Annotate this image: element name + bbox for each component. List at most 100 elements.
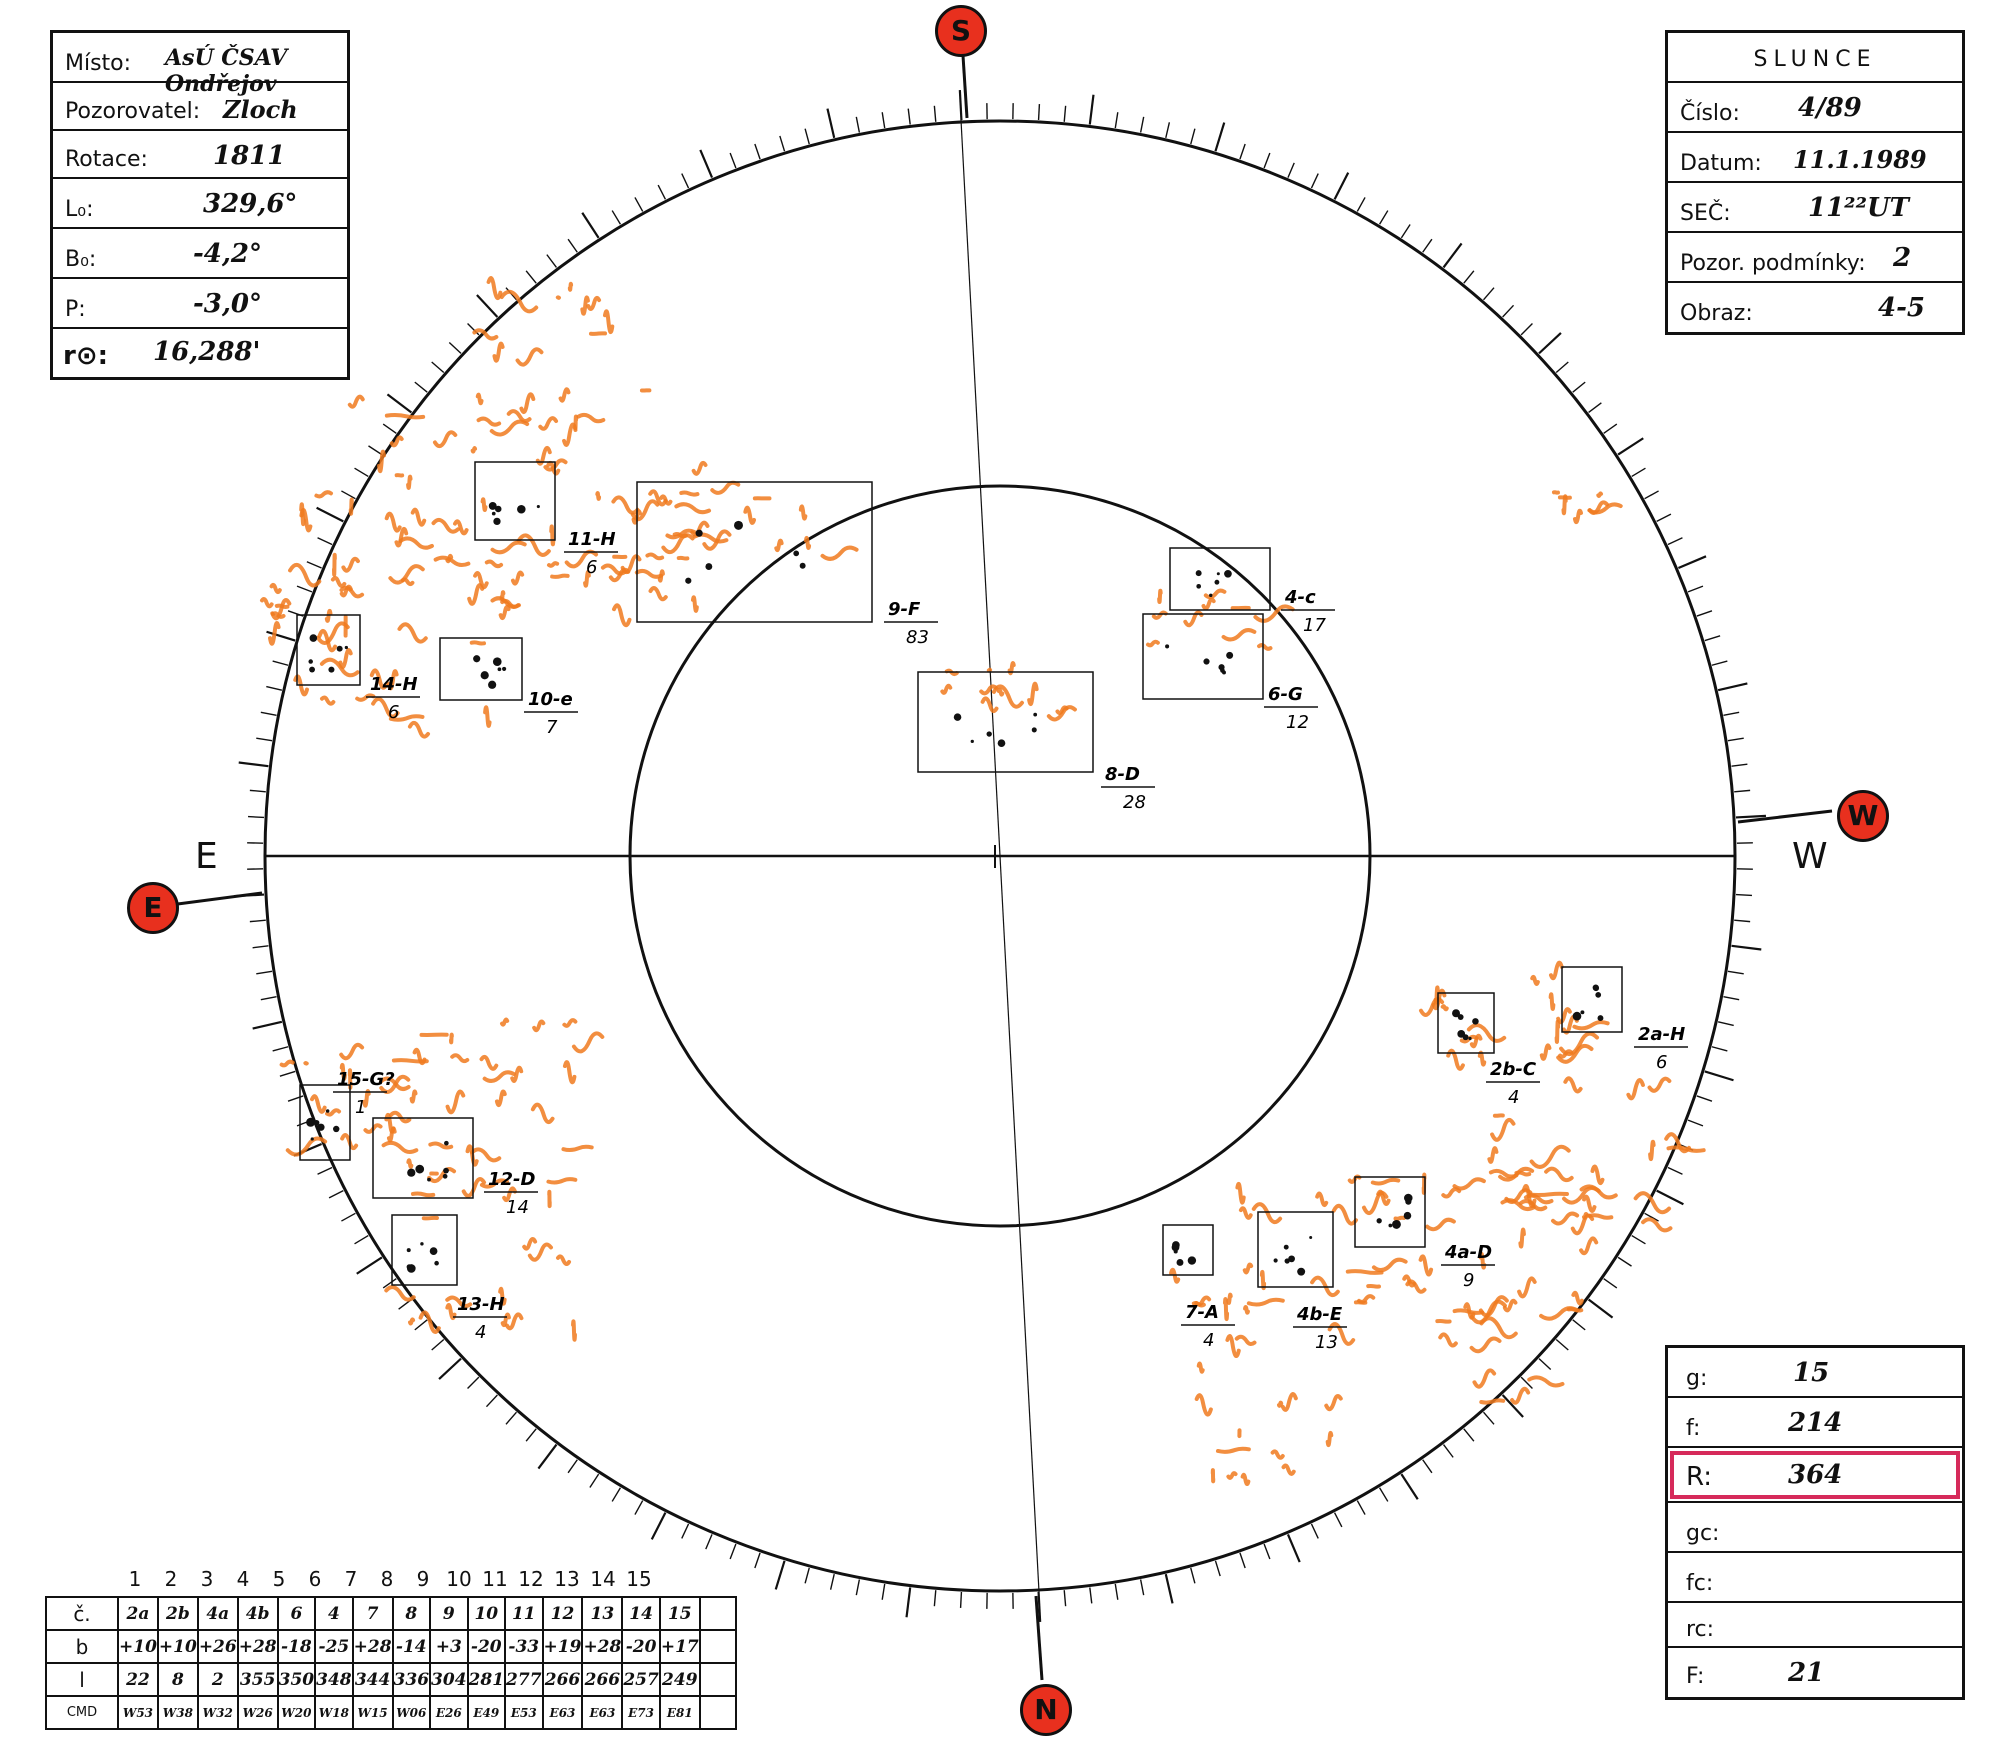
scale-tick xyxy=(1442,242,1463,269)
plage-stroke xyxy=(486,276,503,301)
scale-tick xyxy=(1263,152,1271,169)
plage-stroke xyxy=(1405,1279,1427,1294)
scale-tick xyxy=(1139,1579,1145,1596)
sunspot xyxy=(328,666,335,673)
group-frame xyxy=(296,614,361,686)
plage-stroke xyxy=(1226,1471,1238,1480)
sunspot xyxy=(1462,1034,1469,1041)
plage-stroke xyxy=(410,1191,436,1198)
column-number: 15 xyxy=(626,1567,652,1591)
plage-stroke xyxy=(1469,1299,1507,1325)
scale-tick xyxy=(1190,1567,1196,1584)
scale-tick xyxy=(448,341,462,354)
scale-tick xyxy=(681,173,690,189)
l0-label: L₀: xyxy=(65,197,94,222)
group-id-label: 4b-E xyxy=(1296,1304,1343,1325)
sunspot xyxy=(1388,1223,1393,1228)
p-value: -3,0° xyxy=(193,289,263,319)
plage-stroke xyxy=(743,505,757,525)
plage-stroke xyxy=(324,608,333,623)
scale-tick xyxy=(1520,323,1533,336)
plage-stroke xyxy=(1366,1283,1381,1289)
sunspot xyxy=(473,655,481,663)
plage-stroke xyxy=(502,1186,517,1203)
scale-tick xyxy=(1555,361,1569,374)
table-cell: 15 xyxy=(658,1596,701,1631)
scale-tick xyxy=(1572,381,1586,393)
plage-stroke xyxy=(461,1177,487,1198)
scale-tick xyxy=(438,1357,462,1380)
plage-stroke xyxy=(549,524,556,547)
scale-tick xyxy=(1310,173,1319,189)
scale-tick xyxy=(1717,1021,1734,1027)
plage-stroke xyxy=(408,1317,416,1326)
f-label: f: xyxy=(1686,1416,1701,1441)
sunspot-group-6-G: 6-G12 xyxy=(1142,613,1318,733)
plage-stroke xyxy=(561,1144,594,1153)
plage-stroke xyxy=(774,538,784,553)
f-value: 214 xyxy=(1788,1408,1843,1438)
plage-stroke xyxy=(1633,1191,1672,1215)
sunspot xyxy=(1031,727,1037,733)
scale-tick xyxy=(729,1543,737,1560)
column-number: 12 xyxy=(518,1567,544,1591)
plage-stroke xyxy=(1425,1217,1456,1232)
sunspot xyxy=(1468,1036,1472,1041)
plage-stroke xyxy=(1201,597,1216,611)
plage-stroke xyxy=(330,576,347,589)
plage-stroke xyxy=(386,669,399,691)
plage-stroke xyxy=(562,1060,577,1085)
group-frame xyxy=(1561,966,1623,1033)
group-id-label: 8-D xyxy=(1105,764,1140,785)
sunspot xyxy=(492,657,502,667)
sunspot xyxy=(970,739,974,743)
scale-tick xyxy=(386,393,413,414)
table-cell: E63 xyxy=(581,1695,624,1730)
plage-stroke xyxy=(661,533,695,555)
scale-tick xyxy=(1333,1512,1343,1528)
plage-stroke xyxy=(576,412,606,424)
plage-stroke xyxy=(1270,1449,1285,1460)
table-cell: 355 xyxy=(236,1662,279,1697)
table-cell: 281 xyxy=(466,1662,507,1697)
plage-stroke xyxy=(1325,1430,1334,1448)
table-cell: 4a xyxy=(196,1596,239,1631)
plage-stroke xyxy=(339,585,365,599)
plage-stroke xyxy=(505,1312,524,1331)
plage-stroke xyxy=(571,1031,605,1054)
sunspot xyxy=(1284,1258,1290,1264)
table-cell: 7 xyxy=(351,1596,394,1631)
sunspot xyxy=(491,511,496,516)
scale-tick xyxy=(1165,122,1171,139)
plage-stroke xyxy=(1157,588,1163,605)
sunspot xyxy=(325,1109,330,1113)
plage-stroke xyxy=(567,281,574,292)
table-cell: 12 xyxy=(541,1596,584,1631)
plage-stroke xyxy=(1529,1144,1571,1169)
table-cell: 257 xyxy=(621,1662,661,1697)
group-frame xyxy=(917,671,1094,773)
group-frame xyxy=(299,1084,351,1161)
sunspot-group-12-D: 12-D14 xyxy=(372,1117,538,1218)
group-count-label: 6 xyxy=(388,702,399,723)
scale-tick xyxy=(296,585,313,593)
plage-stroke xyxy=(611,495,640,515)
scale-tick xyxy=(1356,1500,1366,1515)
scale-tick xyxy=(1731,944,1762,951)
sunspot-group-11-H: 11-H6 xyxy=(474,461,618,578)
scale-tick xyxy=(505,1411,518,1425)
scale-tick xyxy=(1287,162,1295,178)
plage-stroke xyxy=(1579,1184,1618,1200)
plage-stroke xyxy=(1479,1316,1518,1340)
table-cell: 14 xyxy=(621,1596,661,1631)
south-marker: S xyxy=(935,5,987,57)
scale-tick xyxy=(256,970,273,975)
scale-tick xyxy=(414,1319,428,1331)
scale-tick xyxy=(1310,1523,1319,1539)
scale-tick xyxy=(328,1189,344,1199)
plage-stroke xyxy=(1238,1206,1253,1220)
scale-tick xyxy=(1520,1376,1533,1389)
scale-tick xyxy=(933,105,937,122)
plage-stroke xyxy=(665,528,697,540)
